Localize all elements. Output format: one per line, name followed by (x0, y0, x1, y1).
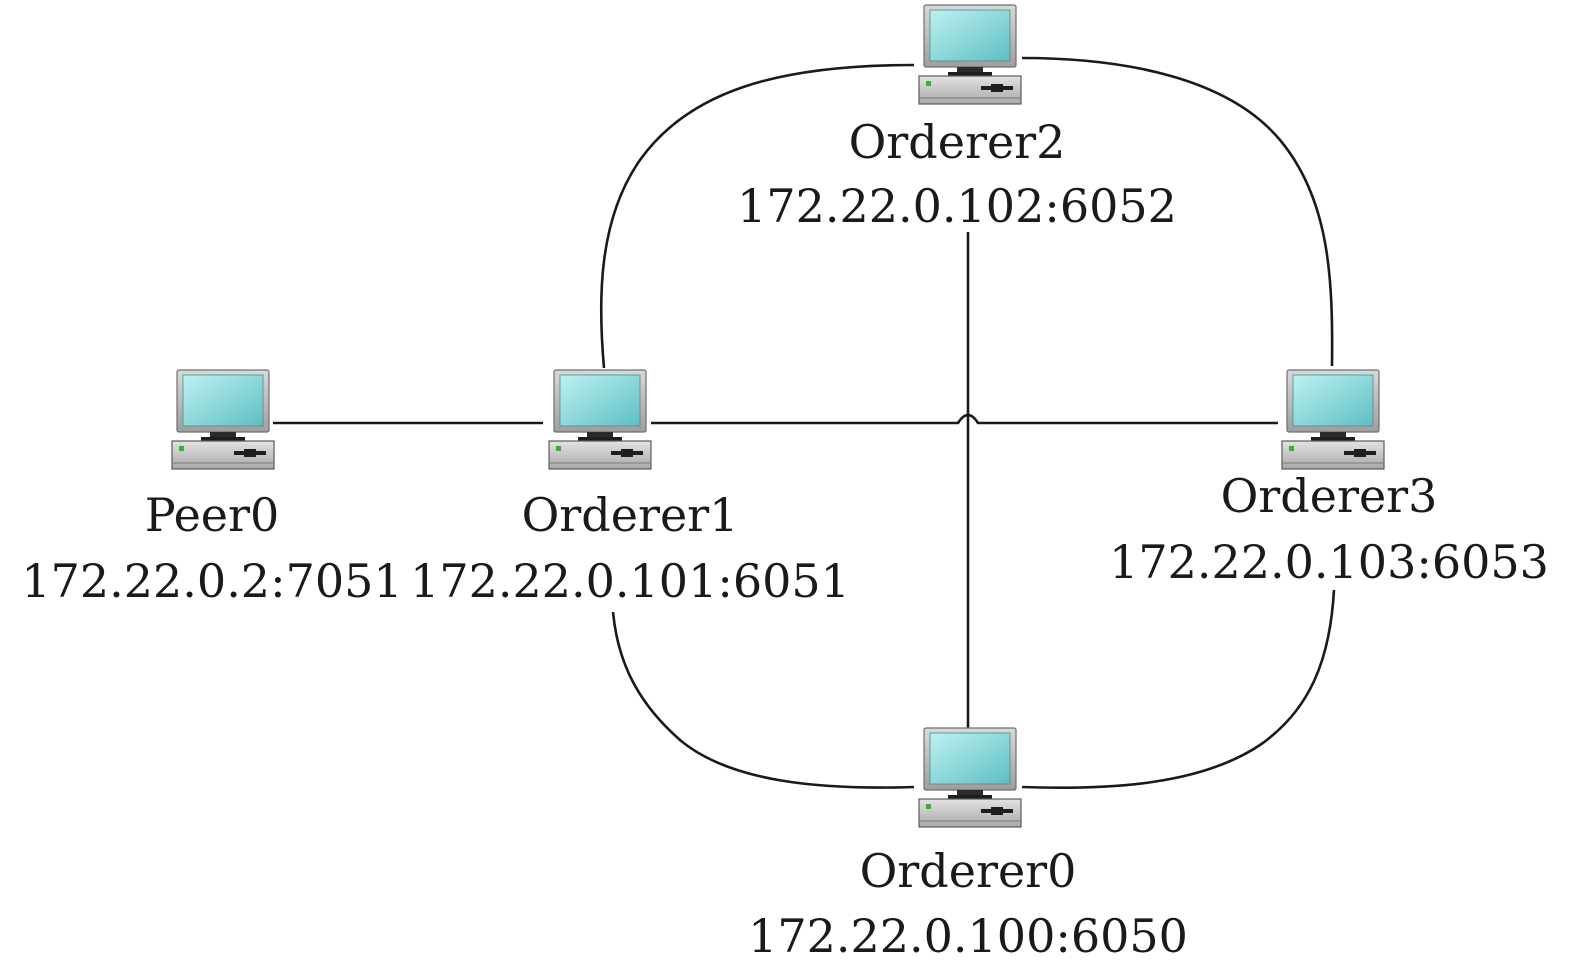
node-name-orderer2: Orderer2 (849, 115, 1066, 169)
node-name-orderer3: Orderer3 (1221, 469, 1438, 523)
link-orderer1-orderer2 (599, 63, 915, 369)
computer-icon-orderer0 (918, 727, 1022, 828)
computer-icon-peer0 (171, 369, 275, 470)
node-address-orderer2: 172.22.0.102:6052 (737, 179, 1177, 233)
computer-icon-orderer3 (1281, 369, 1385, 470)
node-name-peer0: Peer0 (145, 488, 280, 542)
node-address-peer0: 172.22.0.2:7051 (21, 554, 402, 608)
node-address-orderer1: 172.22.0.101:6051 (410, 554, 850, 608)
connections (273, 56, 1336, 789)
computer-icon-orderer1 (548, 369, 652, 470)
node-name-orderer0: Orderer0 (860, 844, 1077, 898)
link-orderer2-orderer3 (1021, 56, 1334, 367)
node-address-orderer0: 172.22.0.100:6050 (748, 909, 1188, 963)
link-orderer1-orderer3 (651, 413, 1278, 425)
computer-icon-orderer2 (918, 4, 1022, 105)
node-address-orderer3: 172.22.0.103:6053 (1109, 535, 1549, 589)
node-name-orderer1: Orderer1 (522, 488, 739, 542)
link-orderer0-orderer1 (611, 611, 915, 789)
computer-nodes (171, 4, 1385, 828)
link-orderer3-orderer0 (1021, 589, 1336, 789)
node-labels: Peer0 172.22.0.2:7051 Orderer1 172.22.0.… (21, 115, 1549, 963)
